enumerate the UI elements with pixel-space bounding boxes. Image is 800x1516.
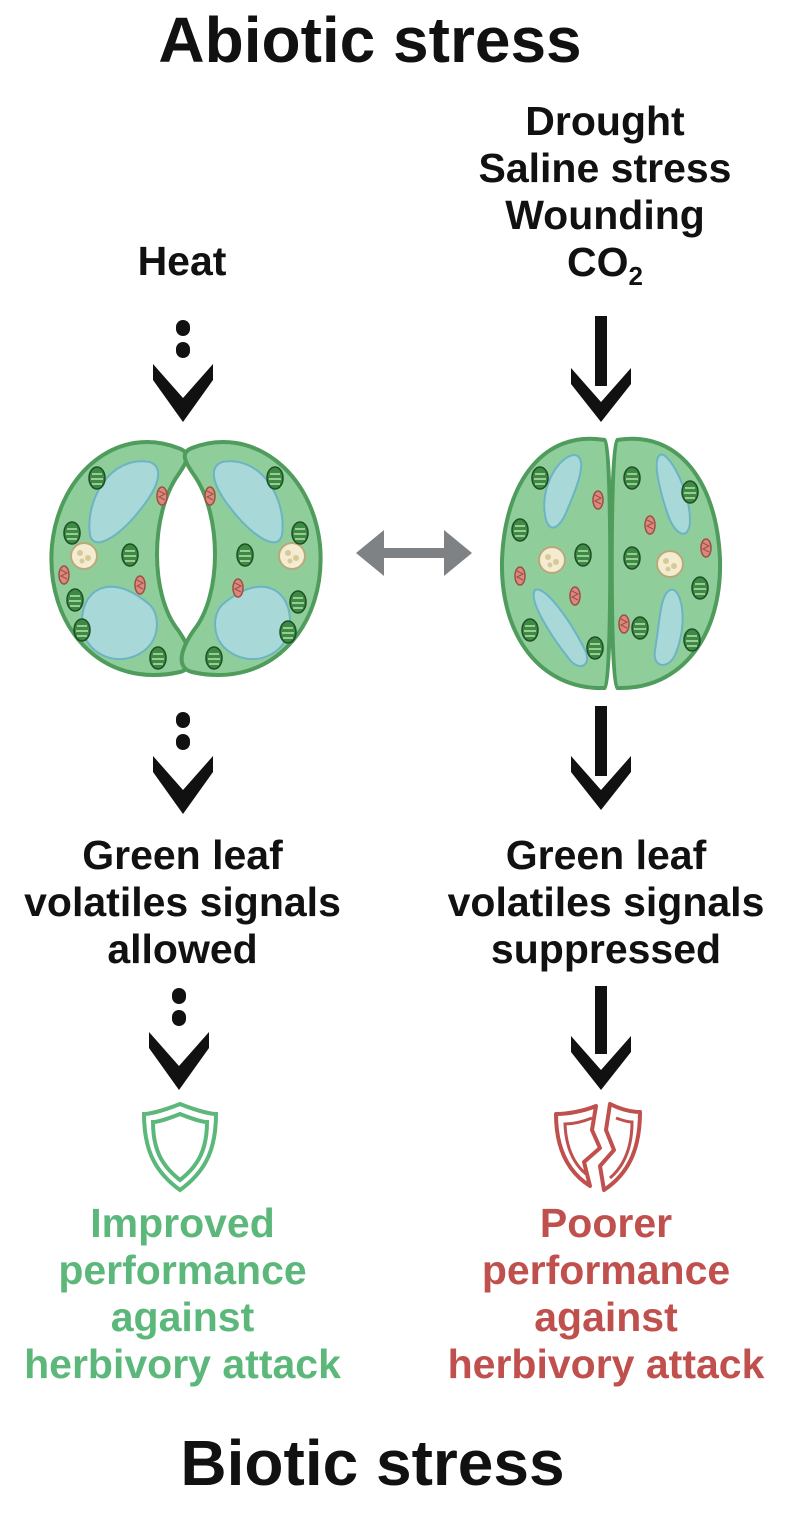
right-outcome-line: against bbox=[534, 1294, 678, 1340]
open-stomata bbox=[49, 440, 323, 677]
left-outcome-line: herbivory attack bbox=[24, 1341, 341, 1387]
left-outcome-label: Improved performance against herbivory a… bbox=[0, 1200, 365, 1388]
right-signal-line: volatiles signals bbox=[447, 879, 765, 925]
right-stress-item: Wounding bbox=[505, 192, 705, 238]
right-stress-list: Drought Saline stress Wounding CO2 bbox=[425, 98, 785, 300]
right-stress-item: Drought bbox=[525, 98, 685, 144]
left-outcome-line: performance bbox=[58, 1247, 307, 1293]
left-signal-line: allowed bbox=[107, 926, 258, 972]
shield-broken-icon bbox=[554, 1102, 642, 1192]
right-signal-line: suppressed bbox=[490, 926, 722, 972]
right-outcome-line: performance bbox=[481, 1247, 731, 1293]
co2-subscript: 2 bbox=[628, 261, 643, 292]
right-stress-item: Saline stress bbox=[478, 145, 732, 191]
guard-cell-right bbox=[609, 436, 723, 691]
co2-base: CO bbox=[567, 239, 629, 285]
right-signal-label: Green leaf volatiles signals suppressed bbox=[422, 832, 790, 973]
right-arrow-2 bbox=[571, 706, 631, 810]
right-arrow-1 bbox=[571, 316, 631, 422]
guard-cell-left bbox=[499, 436, 613, 691]
left-signal-label: Green leaf volatiles signals allowed bbox=[0, 832, 365, 973]
right-outcome-line: Poorer bbox=[539, 1200, 673, 1246]
left-arrow-1 bbox=[153, 320, 213, 422]
right-outcome-label: Poorer performance against herbivory att… bbox=[422, 1200, 790, 1388]
guard-cell-left bbox=[49, 440, 193, 677]
closed-stomata bbox=[499, 436, 723, 691]
right-signal-line: Green leaf bbox=[505, 832, 707, 878]
co2-label: CO2 bbox=[425, 239, 785, 300]
left-outcome-line: Improved bbox=[90, 1200, 275, 1246]
top-title: Abiotic stress bbox=[158, 4, 582, 76]
left-outcome-line: against bbox=[110, 1294, 255, 1340]
left-arrow-2 bbox=[153, 712, 213, 814]
left-stress-label: Heat bbox=[137, 238, 227, 284]
guard-cell-right bbox=[179, 440, 323, 677]
shield-intact-icon bbox=[141, 1101, 219, 1193]
right-arrow-3 bbox=[571, 986, 631, 1090]
left-signal-line: volatiles signals bbox=[24, 879, 341, 925]
bottom-title: Biotic stress bbox=[180, 1427, 565, 1499]
left-arrow-3 bbox=[149, 988, 209, 1090]
left-signal-line: Green leaf bbox=[82, 832, 283, 878]
double-headed-arrow bbox=[356, 530, 472, 576]
right-outcome-line: herbivory attack bbox=[447, 1341, 765, 1387]
